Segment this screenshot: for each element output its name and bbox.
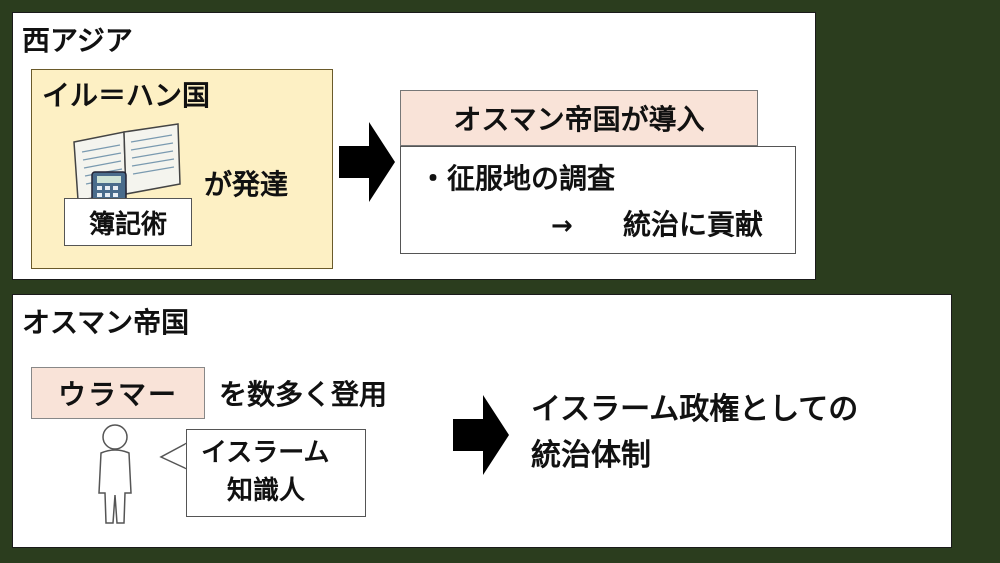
result-line2: 統治体制 xyxy=(531,438,651,473)
survey-label: ・征服地の調査 xyxy=(419,162,616,195)
developed-label: が発達 xyxy=(204,168,289,201)
result-box: ・征服地の調査 → 統治に貢献 xyxy=(400,146,796,254)
speech-bubble-tail xyxy=(159,441,189,471)
panel-title: 西アジア xyxy=(22,24,133,57)
ilkhanate-label: イル＝ハン国 xyxy=(42,79,211,112)
ottoman-adopt-box: オスマン帝国が導入 xyxy=(400,90,758,146)
arrow-right-icon xyxy=(339,122,395,202)
bookkeeping-label: 簿記術 xyxy=(88,209,167,240)
bubble-line2: 知識人 xyxy=(227,476,306,506)
bookkeeping-box: 簿記術 xyxy=(64,198,192,246)
ottoman-adopt-label: オスマン帝国が導入 xyxy=(453,103,705,136)
contribution-label: 統治に貢献 xyxy=(623,208,764,241)
ottoman-panel: オスマン帝国 ウラマー を数多く登用 イスラーム 知識人 イスラーム政権としての… xyxy=(12,294,952,548)
result-line1: イスラーム政権としての xyxy=(531,392,859,427)
bubble-line1: イスラーム xyxy=(201,438,330,468)
ulama-box: ウラマー xyxy=(31,367,205,419)
appoint-label: を数多く登用 xyxy=(219,378,388,411)
panel-title: オスマン帝国 xyxy=(22,306,190,339)
west-asia-panel: 西アジア イル＝ハン国 簿記術 が発達 xyxy=(12,12,816,280)
ilkhanate-box: イル＝ハン国 簿記術 が発達 xyxy=(31,69,333,269)
standing-person-icon xyxy=(98,424,132,524)
ulama-label: ウラマー xyxy=(57,378,178,411)
arrow-right-icon xyxy=(453,395,509,475)
speech-bubble: イスラーム 知識人 xyxy=(186,429,366,517)
arrow-glyph: → xyxy=(551,211,573,241)
